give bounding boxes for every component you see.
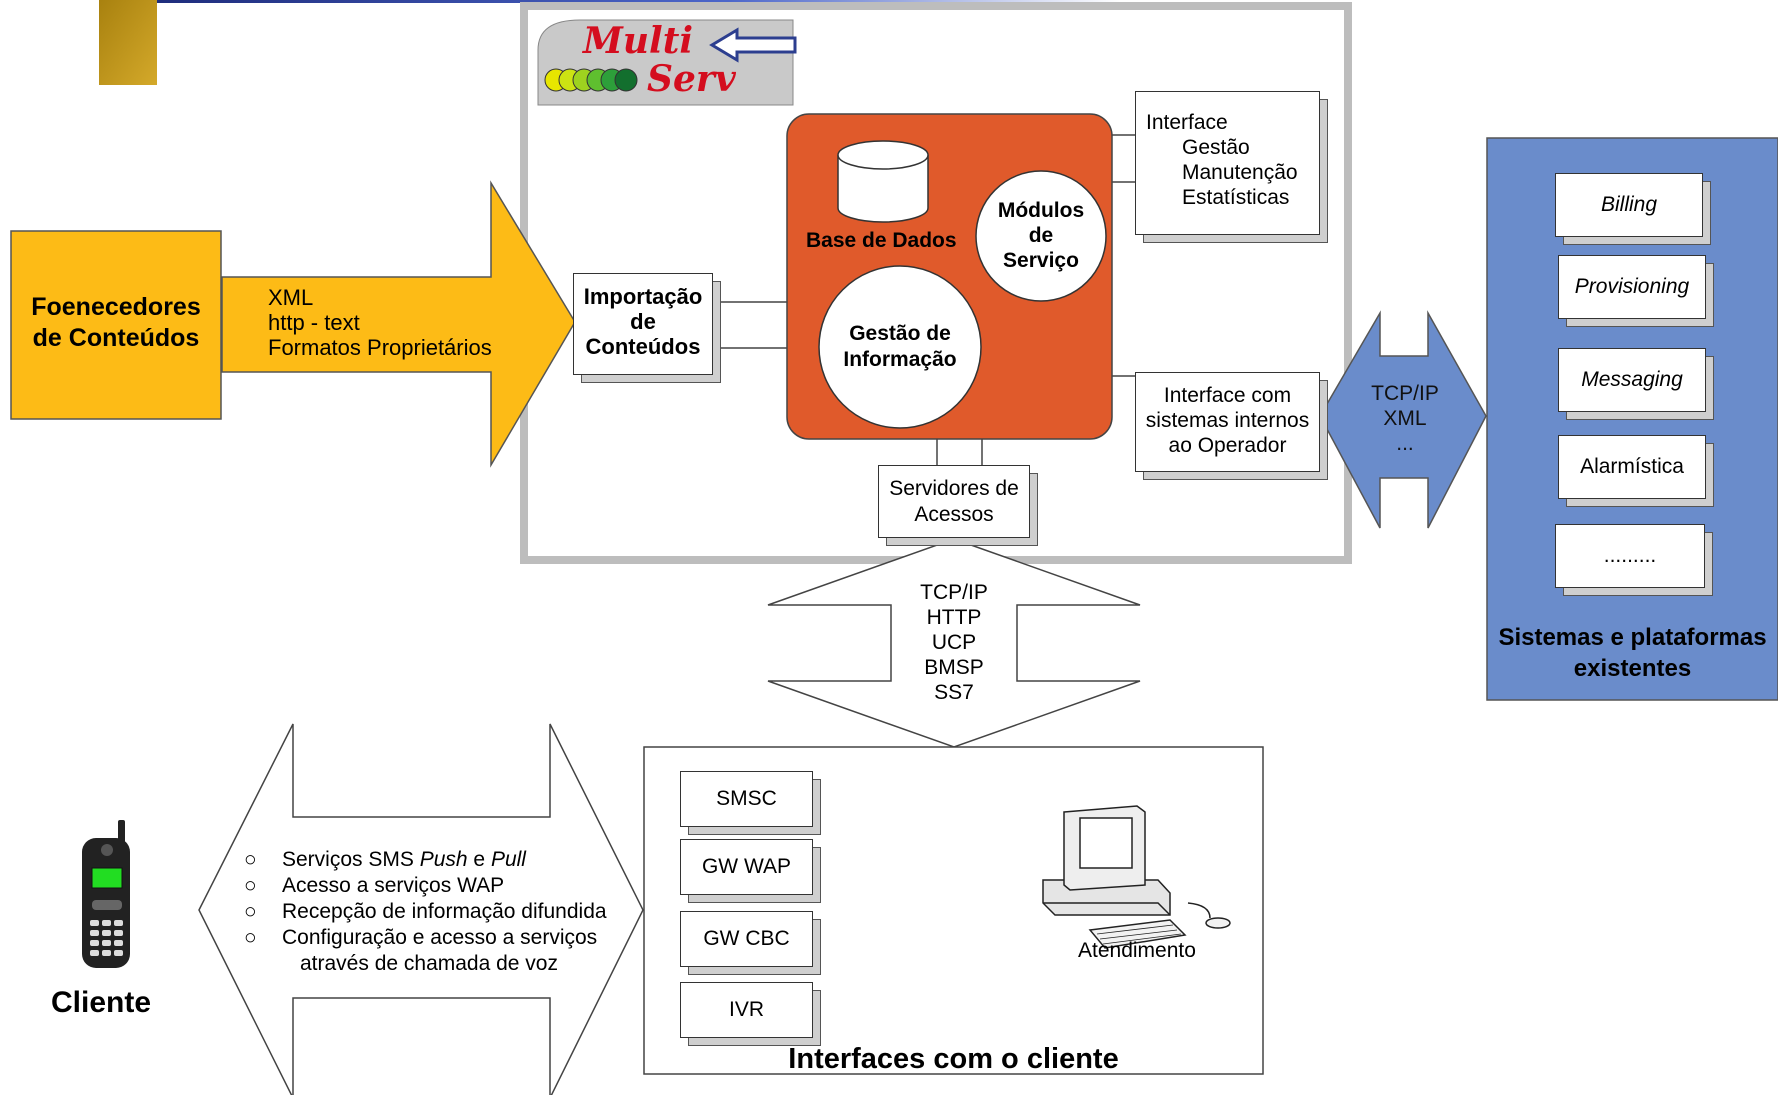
format-item: XML [268, 285, 314, 310]
interface-item: Manutenção [1182, 161, 1298, 184]
interface-item: Estatísticas [1182, 186, 1290, 209]
interface-box: Interface Gestão Manutenção Estatísticas [1135, 91, 1320, 235]
info-management-label: Gestão de Informação [843, 322, 957, 371]
service-item: ○Recepção de informação difundida [244, 900, 607, 923]
suppliers-formats: XML http - text Formatos Proprietários [268, 285, 492, 360]
interface-smsc: SMSC [680, 771, 813, 827]
access-servers-box: Servidores de Acessos [878, 465, 1030, 538]
platform-more: ......... [1555, 524, 1705, 588]
interface-gw-cbc: GW CBC [680, 911, 813, 967]
service-item: ○Serviços SMS Push e Pull [244, 848, 526, 871]
database-icon [837, 140, 929, 223]
database-label: Base de Dados [806, 229, 957, 252]
service-item: ○Acesso a serviços WAP [244, 874, 505, 897]
service-modules-circle [975, 170, 1107, 302]
logo-circles [544, 68, 638, 92]
mobile-phone-icon [82, 820, 130, 968]
service-modules-label: Módulos de Serviço [997, 199, 1085, 272]
protocol-item: XML [1383, 407, 1427, 430]
protocol-item: HTTP [926, 606, 982, 629]
service-item: através de chamada de voz [300, 952, 558, 975]
platform-billing: Billing [1555, 173, 1703, 237]
title-bar-decoration [140, 0, 1120, 3]
workstation-label: Atendimento [1078, 939, 1196, 962]
client-services-list: ○Serviços SMS Push e Pull ○Acesso a serv… [244, 847, 607, 977]
protocol-item: SS7 [934, 681, 974, 704]
logo-arrow-icon [709, 27, 797, 63]
platform-provisioning: Provisioning [1558, 255, 1706, 319]
workstation-computer-icon [1042, 805, 1231, 949]
protocol-item: TCP/IP [920, 581, 988, 604]
info-management-circle [818, 265, 982, 429]
gold-square-decoration [99, 0, 157, 85]
interface-item: Gestão [1182, 136, 1250, 159]
client-interfaces-title: Interfaces com o cliente [788, 1043, 1119, 1075]
format-item: Formatos Proprietários [268, 335, 492, 360]
suppliers-arrow [221, 180, 576, 468]
logo-text-serv: Serv [647, 58, 736, 100]
right-arrow-protocols: TCP/IP XML ... [1355, 381, 1455, 456]
service-item: ○Configuração e acesso a serviços [244, 926, 598, 949]
client-label: Cliente [51, 986, 152, 1019]
platform-messaging: Messaging [1558, 348, 1706, 412]
platform-alarmistica: Alarmística [1558, 435, 1706, 499]
client-double-arrow [198, 723, 644, 1095]
right-double-arrow [1319, 310, 1487, 529]
interface-gw-wap: GW WAP [680, 839, 813, 895]
vertical-arrow-protocols: TCP/IP HTTP UCP BMSP SS7 [894, 580, 1014, 705]
platforms-title: Sistemas e plataformas existentes [1498, 624, 1767, 682]
protocol-item: BMSP [924, 656, 984, 679]
suppliers-box [10, 230, 222, 420]
internal-systems-interface-box: Interface com sistemas internos ao Opera… [1135, 372, 1320, 472]
protocol-item: TCP/IP [1371, 382, 1439, 405]
protocol-item: UCP [931, 631, 977, 654]
suppliers-title: Foenecedores de Conteúdos [31, 293, 201, 352]
protocol-item: ... [1396, 432, 1414, 455]
logo-text-multi: Multi [583, 20, 694, 62]
interface-ivr: IVR [680, 982, 813, 1038]
content-import-box: Importação de Conteúdos [573, 273, 713, 375]
format-item: http - text [268, 310, 360, 335]
